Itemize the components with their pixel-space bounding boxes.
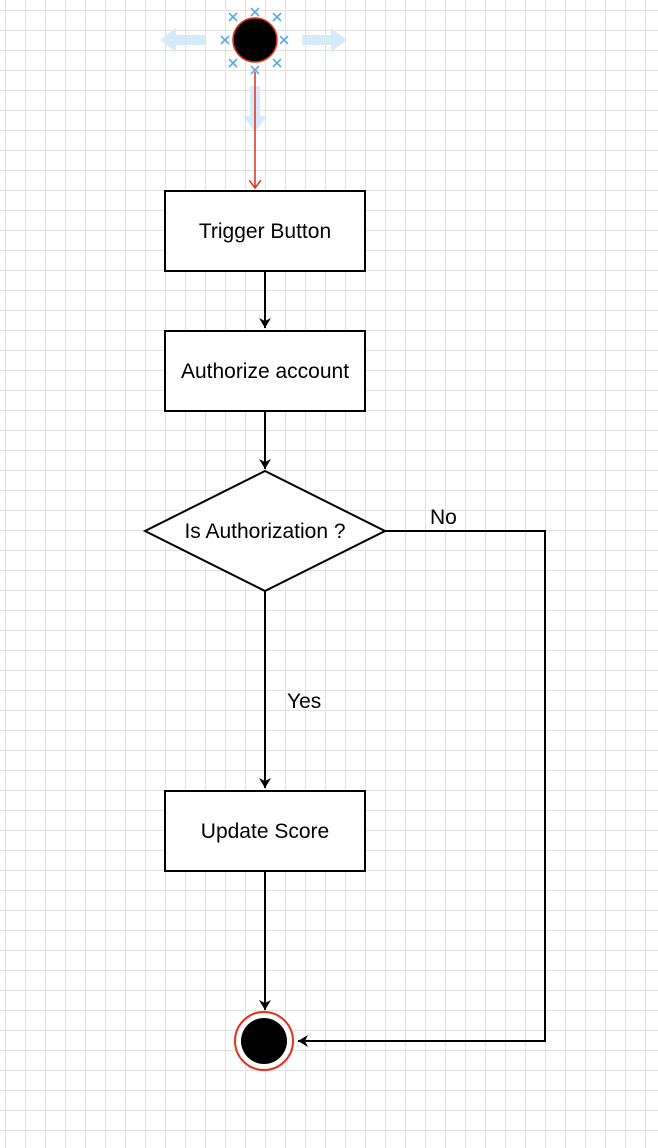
edge-decision-no[interactable] [298, 530, 546, 1047]
guide-arrow-left-icon[interactable] [160, 28, 205, 52]
no-label: No [430, 506, 457, 529]
handle-x-icon [220, 35, 230, 45]
handle-x-icon [250, 65, 260, 75]
handle-x-icon [250, 7, 260, 17]
decision-label: Is Authorization ? [184, 520, 345, 543]
trigger-button-node[interactable]: Trigger Button [164, 190, 366, 272]
handle-x-icon [228, 58, 238, 68]
yes-label: Yes [287, 690, 321, 713]
update-score-label: Update Score [201, 820, 329, 843]
start-node[interactable] [232, 17, 278, 63]
connection-handles[interactable] [220, 7, 289, 75]
update-score-node[interactable]: Update Score [164, 790, 366, 872]
decision-node[interactable]: Is Authorization ? [142, 469, 388, 593]
handle-x-icon [272, 58, 282, 68]
handle-x-icon [272, 12, 282, 22]
handle-x-icon [228, 12, 238, 22]
trigger-button-label: Trigger Button [199, 220, 331, 243]
end-node[interactable] [234, 1011, 294, 1071]
authorize-account-node[interactable]: Authorize account [164, 330, 366, 412]
handle-x-icon [279, 35, 289, 45]
authorize-account-label: Authorize account [181, 360, 349, 383]
guide-arrow-right-icon[interactable] [302, 28, 347, 52]
